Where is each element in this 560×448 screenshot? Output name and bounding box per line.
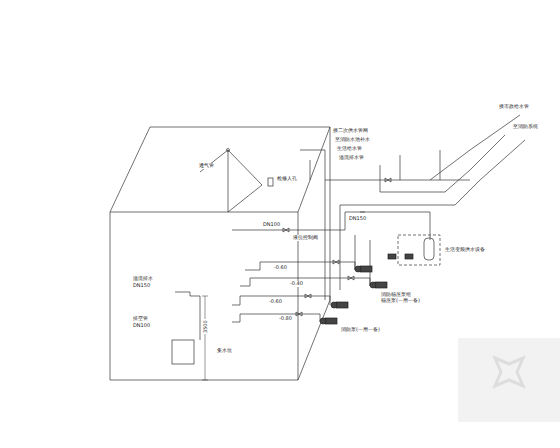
discharge-pipes bbox=[325, 115, 525, 300]
pumps bbox=[320, 254, 413, 324]
water-tank bbox=[110, 127, 330, 380]
pipe-label: -0.60 bbox=[268, 299, 283, 305]
pressure-tank bbox=[424, 238, 434, 260]
pipe-label: 检修人孔 bbox=[276, 176, 298, 182]
pipe-label: 生活给水管 bbox=[336, 146, 363, 152]
pipe-label: -0.60 bbox=[273, 265, 288, 271]
overflow-pipe bbox=[175, 292, 200, 340]
pipe-label: DN150 bbox=[348, 216, 367, 222]
vent-cap bbox=[227, 149, 230, 152]
pipe-label: 消防泵(一用一备) bbox=[340, 327, 381, 333]
watermark-star bbox=[495, 358, 523, 386]
top-branches bbox=[300, 150, 440, 192]
pipe-label: DN150 bbox=[132, 283, 151, 289]
pipe-label: 接二次供水管网 bbox=[332, 128, 369, 134]
pipe-label: 接市政给水管 bbox=[498, 104, 530, 110]
pipe-label: -0.40 bbox=[289, 281, 304, 287]
vent-pipe bbox=[200, 150, 262, 212]
pipe-label: 液位控制阀 bbox=[292, 235, 319, 241]
pipe-label: -0.80 bbox=[278, 316, 293, 322]
pipe-label: 溢流排水管 bbox=[338, 155, 365, 161]
dimension-line bbox=[202, 296, 208, 380]
pipe-label: DN100 bbox=[132, 323, 151, 329]
manhole bbox=[268, 178, 273, 186]
pipe-label: 通气管 bbox=[198, 163, 215, 169]
watermark-panel bbox=[458, 338, 560, 422]
pipe-label: 排空管 bbox=[132, 316, 149, 322]
pipe-label: 稳压泵(一用一备) bbox=[380, 298, 421, 304]
suction-pipes bbox=[232, 212, 370, 322]
pipe-label: 消防稳压泵组 bbox=[380, 292, 412, 298]
pipe-label: 至消防水池补水 bbox=[334, 137, 371, 143]
pipe-label: 3500 bbox=[203, 319, 209, 334]
equipment-frame bbox=[398, 235, 440, 265]
pipe-label: 集水坑 bbox=[216, 348, 233, 354]
pipe-label: 生活变频供水设备 bbox=[444, 247, 486, 253]
sump-pit bbox=[172, 340, 194, 364]
valves bbox=[283, 178, 391, 316]
pipe-label: 溢流排水 bbox=[132, 276, 154, 282]
pipe-label: DN100 bbox=[262, 222, 281, 228]
pipe-label: 至消防系统 bbox=[512, 124, 539, 130]
